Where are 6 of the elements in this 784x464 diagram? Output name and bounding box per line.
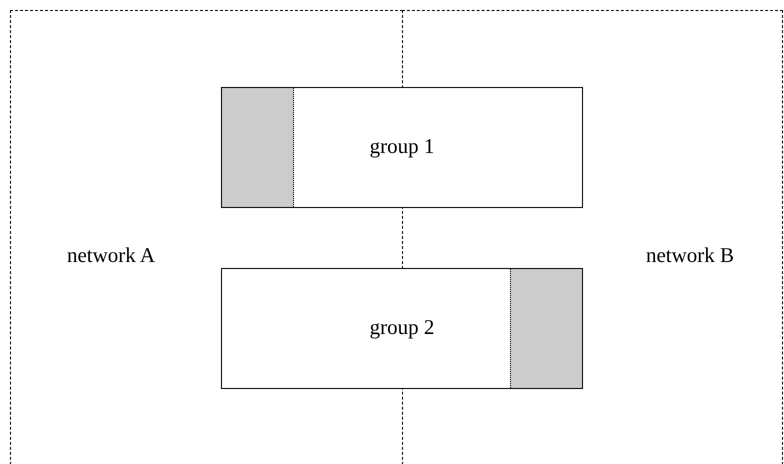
group-label: group 1 — [370, 134, 434, 159]
shaded-band — [510, 269, 582, 388]
region-label: network A — [66, 243, 156, 268]
shaded-band — [222, 88, 294, 207]
region-label: network B — [646, 243, 734, 268]
group-label: group 2 — [370, 315, 434, 340]
